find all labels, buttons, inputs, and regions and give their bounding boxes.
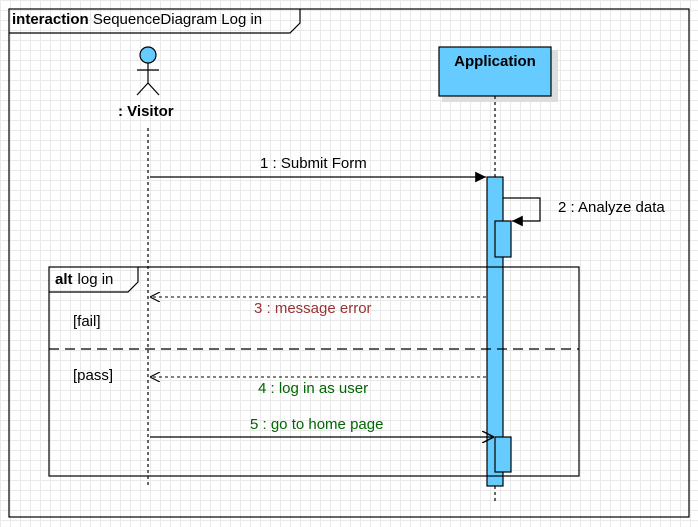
- alt-fragment-frame: [48, 266, 580, 477]
- message-1-label: 1 : Submit Form: [260, 155, 367, 172]
- frame-title: interaction SequenceDiagram Log in: [12, 11, 262, 29]
- message-2-label: 2 : Analyze data: [558, 199, 665, 216]
- alt-fragment-name: log in: [77, 271, 114, 288]
- visitor-label: : Visitor: [118, 103, 174, 120]
- alt-operator: alt: [55, 271, 73, 288]
- application-label: Application: [454, 53, 536, 70]
- frame-keyword: interaction: [12, 11, 89, 28]
- frame-name: SequenceDiagram Log in: [92, 11, 263, 28]
- alt-fragment-tab: [49, 267, 139, 293]
- guard-pass: [pass]: [73, 367, 114, 384]
- message-4-label: 4 : log in as user: [258, 380, 369, 397]
- interaction-frame: [8, 8, 690, 518]
- guard-fail: [fail]: [73, 313, 101, 330]
- application-self-activation-bar: [494, 220, 512, 258]
- application-activation-bar-2: [494, 436, 512, 473]
- visitor-actor-icon: [136, 46, 160, 96]
- message-5-label: 5 : go to home page: [250, 416, 384, 433]
- frame-title-tab: [9, 9, 301, 34]
- message-3-label: 3 : message error: [254, 300, 372, 317]
- message-2-arrow: [503, 197, 541, 227]
